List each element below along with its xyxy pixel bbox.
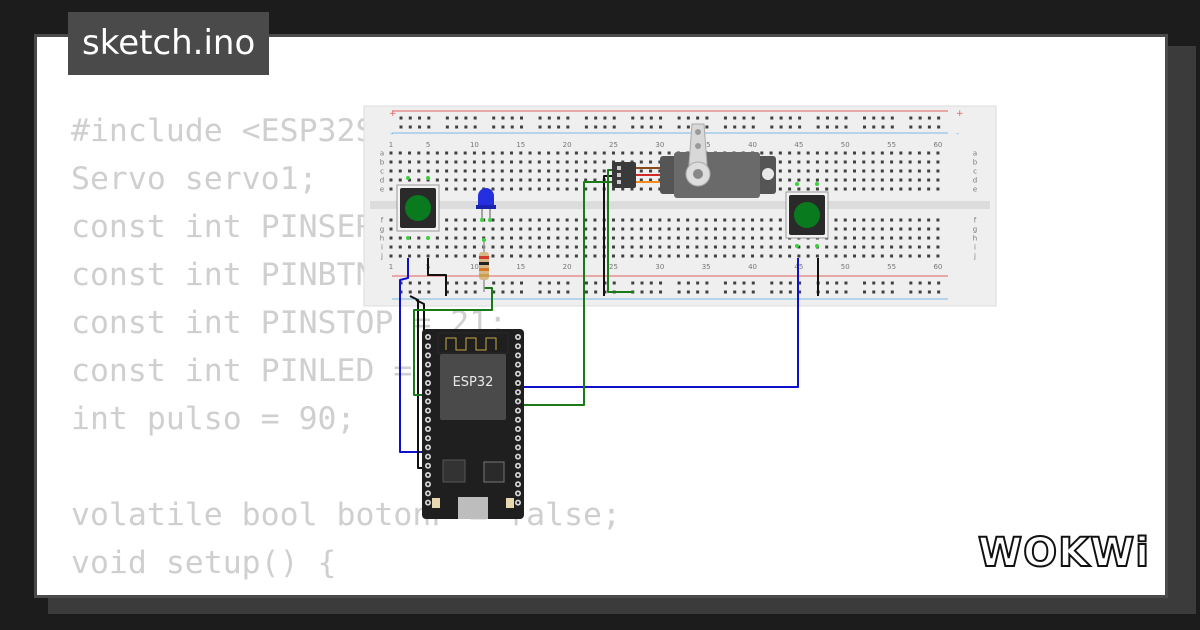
resistor[interactable] (479, 238, 489, 292)
row-letter: a (380, 150, 384, 158)
wire-black-servo (603, 175, 614, 296)
column-number: 20 (563, 263, 572, 271)
row-letter: h (380, 235, 384, 243)
esp32-pins (425, 334, 521, 506)
row-letter: e (973, 186, 977, 194)
rail-minus-label: - (390, 129, 393, 139)
column-number: 50 (841, 141, 850, 149)
column-number: 1 (389, 141, 393, 149)
wire-green-power (607, 169, 634, 293)
esp32-board[interactable]: ESP32 (422, 329, 524, 519)
row-letter: i (974, 244, 976, 252)
row-letter: b (973, 159, 978, 167)
column-number: 25 (609, 141, 618, 149)
column-number: 60 (933, 263, 942, 271)
wire-blue-right-button (520, 258, 799, 388)
esp32-chip-label: ESP32 (453, 375, 494, 390)
wokwi-logo: WOKWi (977, 529, 1150, 577)
column-number: 25 (609, 263, 618, 271)
column-number: 30 (655, 263, 664, 271)
column-number: 45 (794, 141, 803, 149)
file-tab[interactable]: sketch.ino (68, 12, 270, 75)
pushbutton-icon (405, 195, 431, 221)
column-number: 40 (748, 263, 757, 271)
column-number: 60 (933, 141, 942, 149)
row-letter: d (973, 177, 977, 185)
row-letter: g (380, 226, 384, 234)
servo[interactable] (612, 123, 776, 198)
rail-plus-label: + (956, 109, 964, 119)
column-number: 15 (516, 263, 525, 271)
pushbutton-right[interactable] (785, 182, 829, 248)
column-number: 10 (470, 141, 479, 149)
wokwi-logo-text: WOKWi (978, 530, 1150, 576)
row-letter: c (973, 168, 977, 176)
row-letter: f (381, 217, 384, 225)
row-letter: g (973, 226, 977, 234)
code-line-7: int pulso = 90; (71, 401, 356, 437)
column-number: 1 (389, 263, 393, 271)
row-letter: f (974, 217, 977, 225)
rail-minus-label: - (956, 129, 959, 139)
code-line-2: Servo servo1; (71, 161, 318, 197)
column-number: 15 (516, 141, 525, 149)
column-number: 50 (841, 263, 850, 271)
esp32-chip (440, 354, 506, 420)
row-letter: i (381, 244, 383, 252)
code-line-11: pinMode(PINBTN, INPUT_PULLUP); (71, 587, 678, 595)
column-number: 5 (426, 141, 430, 149)
pushbutton-icon (794, 202, 820, 228)
row-letter: a (973, 150, 977, 158)
column-number: 35 (702, 263, 711, 271)
pushbutton-left[interactable] (396, 176, 440, 240)
led-icon (478, 188, 494, 206)
row-letter: d (380, 177, 384, 185)
row-letter: j (973, 253, 976, 261)
row-letter: h (973, 235, 977, 243)
column-number: 10 (470, 263, 479, 271)
row-letter: e (380, 186, 384, 194)
row-letter: b (380, 159, 385, 167)
code-line-10: void setup() { (71, 545, 337, 581)
column-number: 35 (702, 141, 711, 149)
row-letter: c (380, 168, 384, 176)
wire-blue-left-button (399, 258, 430, 453)
rail-plus-label: + (389, 109, 397, 119)
wire-green-led (413, 287, 493, 396)
column-number: 55 (887, 141, 896, 149)
column-number: 30 (655, 141, 664, 149)
row-letter: j (380, 253, 383, 261)
wire-green-servo (520, 181, 614, 406)
code-line-9: volatile bool botonP = false; (71, 497, 621, 533)
column-number: 55 (887, 263, 896, 271)
column-number: 20 (563, 141, 572, 149)
led-blue[interactable] (476, 188, 496, 222)
wire-black-left-button (427, 258, 447, 296)
column-number: 40 (748, 141, 757, 149)
